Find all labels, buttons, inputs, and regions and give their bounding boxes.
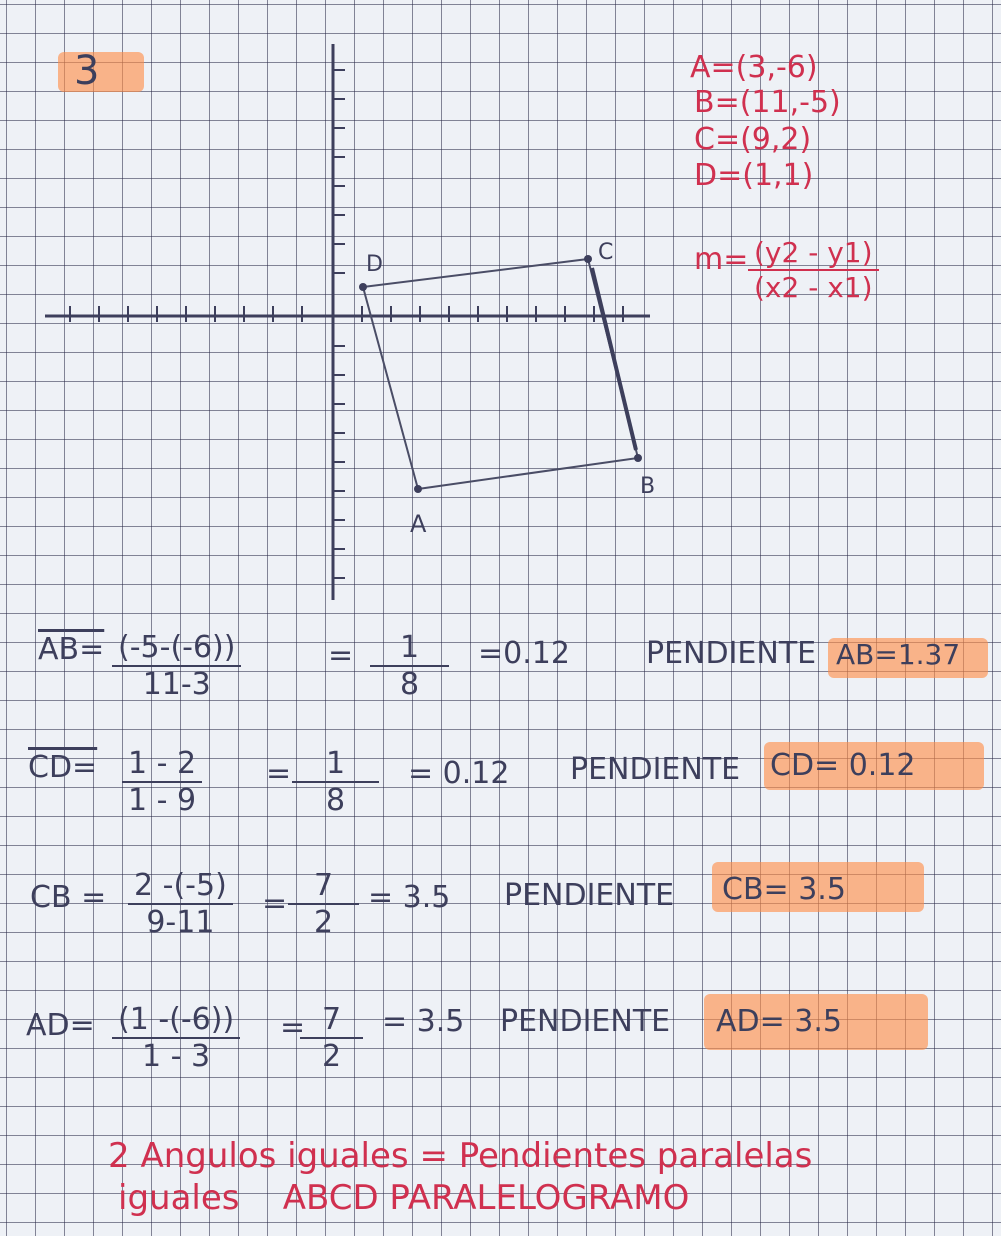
eq-ad-num-2: 7 (300, 1002, 364, 1039)
eq-cb-result: = 3.5 (368, 880, 451, 915)
label-c: C (598, 240, 614, 265)
eq-cd-result: = 0.12 (408, 756, 510, 791)
slope-formula-numerator: (y2 - y1) (748, 236, 879, 271)
eq-cb-label: CB = (30, 880, 107, 915)
eq-cb-highlight-text: CB= 3.5 (722, 872, 846, 907)
eq-ad-num-1: (1 -(-6)) (112, 1002, 241, 1039)
slope-formula-denominator: (x2 - x1) (754, 271, 873, 304)
eq-cb-den-1: 9-11 (146, 905, 215, 940)
eq-cd-den-2: 8 (326, 783, 346, 818)
conclusion-line-1: 2 Angulos iguales = Pendientes paralelas (108, 1136, 813, 1176)
eq-ab-eq: = (328, 638, 354, 673)
eq-cb-fraction-2: 7 2 (288, 868, 360, 940)
point-d (359, 283, 367, 291)
eq-cb-word: PENDIENTE (504, 878, 675, 913)
eq-ab-highlight-text: AB=1.37 (836, 638, 961, 671)
eq-ad-fraction-2: 7 2 (300, 1002, 364, 1074)
eq-cd-fraction-1: 1 - 2 1 - 9 (122, 746, 203, 818)
eq-ab-label: AB= (38, 632, 105, 667)
point-c (584, 255, 592, 263)
eq-cb-num-1: 2 -(-5) (128, 868, 233, 905)
eq-cd-label: CD= (28, 750, 98, 785)
point-b-coords: B=(11,-5) (694, 85, 841, 120)
eq-ad-den-1: 1 - 3 (142, 1039, 211, 1074)
highlight-cb (712, 862, 924, 912)
eq-cd-fraction-2: 1 8 (292, 746, 380, 818)
eq-ab-fraction-1: (-5-(-6)) 11-3 (112, 630, 242, 702)
highlight-cd (764, 742, 984, 790)
eq-cb-den-2: 2 (314, 905, 334, 940)
highlight-ab (828, 638, 988, 678)
eq-cd-num-2: 1 (292, 746, 380, 783)
point-b (634, 454, 642, 462)
eq-ab-word: PENDIENTE (646, 636, 817, 671)
label-d: D (366, 252, 383, 277)
eq-ab-result: =0.12 (478, 636, 570, 671)
eq-ab-den-1: 11-3 (142, 667, 211, 702)
highlight-ad (704, 994, 928, 1050)
point-c-coords: C=(9,2) (694, 122, 812, 157)
point-a (414, 485, 422, 493)
eq-cd-num-1: 1 - 2 (122, 746, 203, 783)
eq-cd-den-1: 1 - 9 (128, 783, 197, 818)
x-ticks (69, 306, 624, 322)
conclusion-line-2: iguales ABCD PARALELOGRAMO (118, 1178, 690, 1218)
slope-formula-lhs: m= (694, 242, 749, 277)
eq-ad-word: PENDIENTE (500, 1004, 671, 1039)
eq-ad-result: = 3.5 (382, 1004, 465, 1039)
eq-ad-den-2: 2 (322, 1039, 342, 1074)
point-a-coords: A=(3,-6) (690, 50, 818, 85)
eq-cb-fraction-1: 2 -(-5) 9-11 (128, 868, 233, 940)
eq-ab-num-1: (-5-(-6)) (112, 630, 242, 667)
eq-cd-highlight-text: CD= 0.12 (770, 748, 916, 783)
eq-cb-num-2: 7 (288, 868, 360, 905)
problem-number-highlight (58, 52, 144, 92)
eq-ad-label: AD= (26, 1008, 95, 1043)
label-a: A (410, 510, 427, 538)
point-d-coords: D=(1,1) (694, 158, 814, 193)
eq-cd-word: PENDIENTE (570, 752, 741, 787)
eq-cd-eq: = (266, 756, 292, 791)
side-cb-bold (590, 267, 638, 451)
label-b: B (640, 474, 656, 499)
eq-ab-num-2: 1 (370, 630, 450, 667)
problem-number: 3 (74, 48, 100, 94)
eq-ab-den-2: 8 (400, 667, 420, 702)
eq-ad-highlight-text: AD= 3.5 (716, 1004, 843, 1039)
eq-ad-eq: = (280, 1010, 306, 1045)
slope-formula-fraction: (y2 - y1) (x2 - x1) (748, 236, 879, 304)
eq-cb-eq: = (262, 886, 288, 921)
eq-ab-fraction-2: 1 8 (370, 630, 450, 702)
eq-ad-fraction-1: (1 -(-6)) 1 - 3 (112, 1002, 241, 1074)
y-ticks (333, 69, 345, 579)
